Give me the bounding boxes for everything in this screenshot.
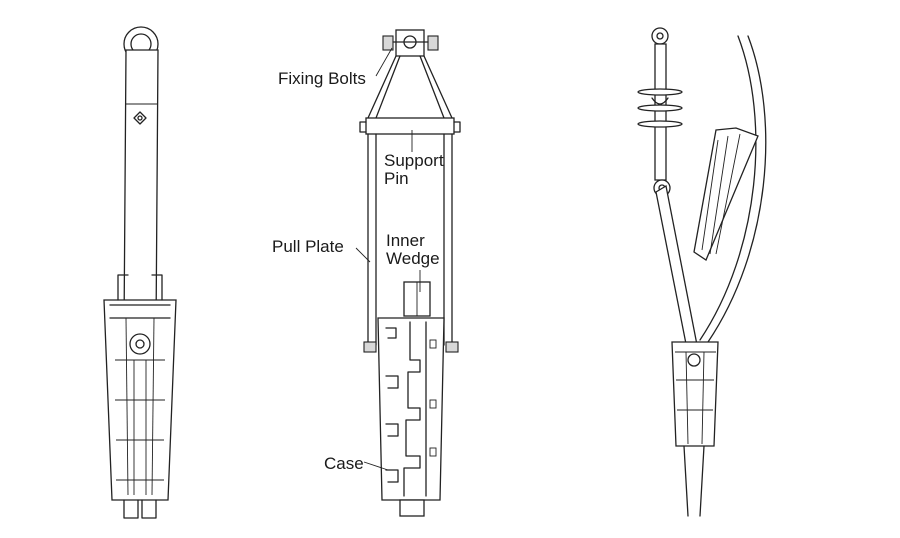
inner-wedge-top — [403, 281, 431, 317]
insulator-sheds — [637, 88, 683, 128]
support-pin-clips — [359, 121, 461, 133]
label-inner-wedge-line1: Inner — [386, 231, 425, 250]
right-cable-lower — [683, 445, 689, 517]
label-pull-plate: Pull Plate — [272, 237, 344, 256]
support-pin — [365, 117, 455, 135]
right-installed-view — [637, 27, 767, 517]
right-cable-upper — [699, 35, 757, 341]
label-case: Case — [324, 454, 364, 473]
center-top-clevis — [382, 29, 439, 57]
leader-lines — [355, 47, 421, 471]
left-cable-stub — [123, 499, 139, 519]
label-support-pin-line2: Pin — [384, 169, 409, 188]
label-support-pin-line1: Support — [384, 151, 444, 170]
label-inner-wedge-line2: Wedge — [386, 249, 440, 268]
left-clamp-side-view — [103, 26, 177, 519]
pull-plate — [367, 133, 453, 346]
right-top-eye — [651, 27, 669, 45]
center-case — [363, 317, 459, 501]
label-fixing-bolts: Fixing Bolts — [278, 69, 366, 88]
right-sheath — [693, 127, 759, 261]
right-wedge-case — [671, 341, 719, 447]
left-pivot — [129, 333, 151, 355]
left-wedge-case — [103, 274, 177, 501]
center-clamp-front-view — [355, 29, 461, 517]
insulator-stem — [654, 43, 667, 181]
center-cable-stub — [399, 499, 425, 517]
right-arm — [655, 184, 699, 355]
left-pull-bar — [123, 49, 159, 331]
left-pin-marker — [133, 111, 147, 125]
